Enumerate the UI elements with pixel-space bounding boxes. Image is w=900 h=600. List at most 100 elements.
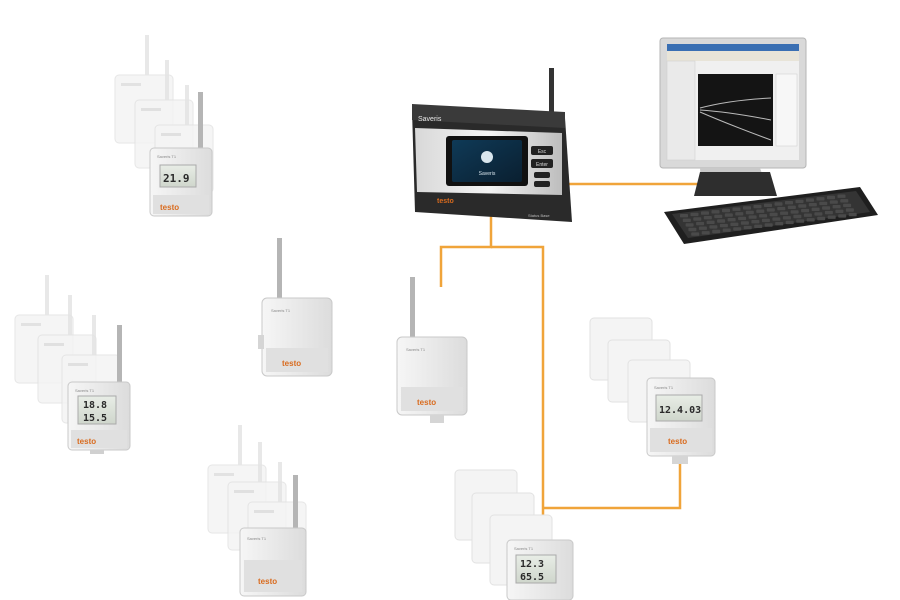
testo-logo-icon: testo (668, 437, 687, 446)
up-button[interactable] (534, 172, 550, 178)
keyboard-key (777, 206, 786, 211)
keyboard-key (691, 232, 700, 236)
keyboard-key (838, 214, 847, 218)
keyboard-key (827, 215, 836, 219)
line-base-down (439, 214, 493, 287)
keyboard-key (761, 218, 770, 223)
keyboard-key (806, 198, 814, 202)
base-antenna (549, 68, 554, 118)
testo-logo-icon: testo (77, 437, 96, 446)
keyboard-key (754, 224, 763, 228)
probe-brand-label: Saveris T1 (654, 385, 674, 390)
down-button[interactable] (534, 181, 550, 187)
keyboard-key (798, 204, 807, 208)
keyboard-key (722, 208, 730, 213)
probe-brand-label: Saveris T1 (157, 154, 177, 159)
probe-main-a: Saveris T1 21.9 testo (149, 92, 213, 217)
keyboard-key (682, 218, 691, 222)
keyboard-key (703, 216, 712, 220)
probe-reading-top: 12.3 (520, 559, 544, 570)
probe-single-c: Saveris T1 testo (258, 238, 333, 377)
keyboard-key (843, 203, 852, 208)
keyboard-key (733, 227, 742, 231)
testo-logo-icon: testo (417, 398, 436, 407)
keyboard-key (732, 207, 741, 211)
keyboard-key (701, 211, 709, 215)
keyboard-key (827, 195, 835, 200)
keyboard (664, 187, 878, 244)
keyboard-key (793, 214, 802, 219)
keyboard-key (711, 210, 720, 214)
keyboard-key (814, 212, 823, 216)
probe-stack-e: Saveris T1 12.4.03 testo (589, 317, 716, 464)
keyboard-key (848, 212, 857, 217)
probe-reading: 12.4.03 (659, 405, 701, 416)
keyboard-key (701, 231, 710, 235)
line-bus-right (491, 245, 545, 548)
keyboard-key (696, 221, 705, 226)
keyboard-key (840, 199, 849, 203)
keyboard-key (740, 221, 749, 225)
keyboard-key (795, 199, 804, 204)
base-footer-label: Status Base (528, 213, 550, 218)
keyboard-key (775, 222, 784, 226)
keyboard-key (803, 213, 812, 217)
keyboard-key (780, 211, 789, 215)
keyboard-key (709, 225, 718, 229)
enter-button[interactable] (531, 159, 553, 168)
keyboard-key (811, 207, 820, 211)
probe-reading-bottom: 15.5 (83, 413, 107, 424)
probe-brand-label: Saveris T1 (75, 388, 95, 393)
probe-stack-b: Saveris T1 18.8 15.5 testo (14, 274, 131, 454)
connection-lines (439, 182, 712, 548)
keyboard-key (806, 218, 815, 222)
probe-stack-g: Saveris T1 12.3 65.5 (454, 469, 574, 600)
keyboard-key (724, 213, 733, 217)
keyboard-key (735, 212, 744, 216)
keyboard-key (764, 223, 773, 227)
testo-logo-icon: testo (160, 203, 179, 212)
keyboard-key (772, 217, 781, 221)
keyboard-key (782, 216, 791, 220)
keyboard-key (738, 216, 747, 221)
testo-logo-icon: testo (282, 359, 301, 368)
probe-stack-a: Saveris T1 21.9 testo (114, 34, 214, 217)
keyboard-key (756, 209, 765, 213)
keyboard-key (751, 220, 760, 224)
keyboard-key (706, 220, 715, 224)
keyboard-key (748, 215, 757, 219)
keyboard-key (759, 214, 768, 218)
probe-main-b: Saveris T1 18.8 15.5 testo (67, 325, 131, 454)
keyboard-key (743, 225, 752, 230)
keyboard-key (835, 209, 844, 213)
probe-single-d: Saveris T1 testo (396, 277, 468, 423)
keyboard-key (790, 210, 799, 214)
keyboard-key (785, 201, 793, 205)
keyboard-key (819, 201, 828, 206)
keyboard-key (829, 200, 838, 204)
keyboard-key (730, 222, 739, 226)
keyboard-key (801, 208, 810, 213)
keyboard-key (698, 226, 707, 230)
keyboard-key (688, 227, 697, 232)
testo-logo-icon: testo (437, 198, 454, 205)
esc-button[interactable] (531, 146, 553, 155)
keyboard-key (690, 212, 699, 217)
keyboard-key (787, 205, 796, 209)
keyboard-key (796, 219, 805, 223)
monitor-chart (698, 74, 773, 146)
keyboard-key (817, 216, 826, 221)
probe-main-f: Saveris T1 testo (239, 475, 307, 597)
testo-logo-icon: testo (258, 577, 277, 586)
keyboard-key (719, 223, 728, 228)
line-bus-to-probe-e (543, 462, 682, 510)
keyboard-key (712, 229, 721, 234)
probe-reading: 21.9 (163, 172, 190, 185)
keyboard-key (769, 212, 778, 217)
keyboard-key (693, 217, 702, 221)
keyboard-key (837, 194, 846, 198)
probe-brand-label: Saveris T1 (514, 546, 534, 551)
keyboard-key (685, 223, 694, 227)
computer-monitor (659, 37, 807, 196)
